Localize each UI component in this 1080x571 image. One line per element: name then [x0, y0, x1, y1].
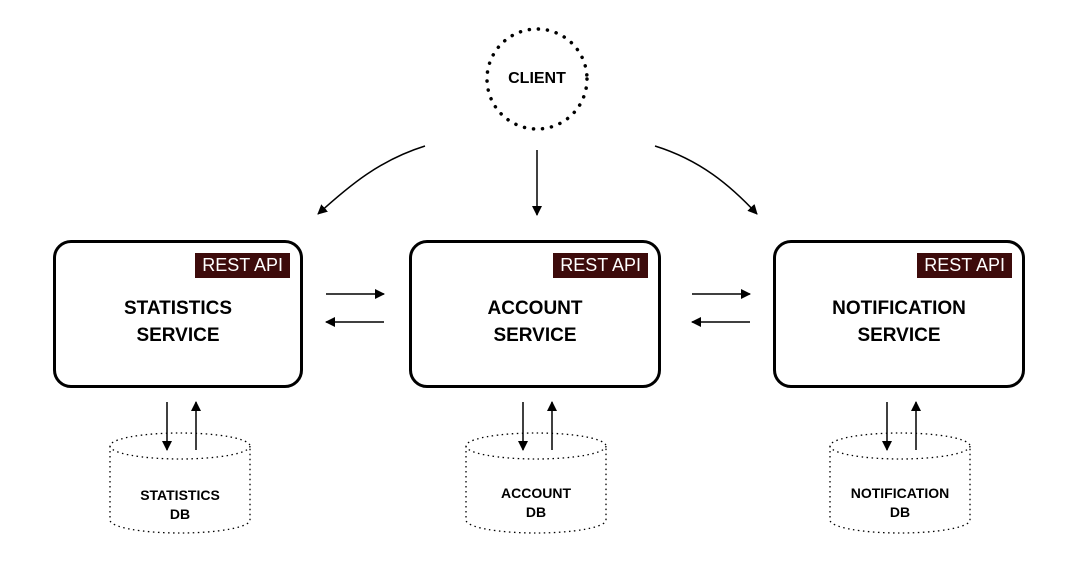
statistics-service-title-line1: STATISTICS — [123, 298, 233, 319]
client-to-notification-arrow — [654, 145, 758, 215]
statistics-db-label: STATISTICS DB — [110, 486, 250, 524]
notification-service-box: REST API NOTIFICATION SERVICE — [773, 240, 1025, 388]
account-rest-api-badge: REST API — [553, 253, 648, 278]
account-service-box: REST API ACCOUNT SERVICE — [409, 240, 661, 388]
account-db-label: ACCOUNT DB — [466, 484, 606, 522]
notification-rest-api-badge: REST API — [917, 253, 1012, 278]
statistics-db-label-line1: STATISTICS — [140, 487, 220, 503]
notification-db-cylinder — [829, 432, 971, 534]
notification-db-label-line1: NOTIFICATION — [850, 485, 950, 501]
statistics-db-label-line2: DB — [169, 506, 191, 522]
statistics-service-box: REST API STATISTICS SERVICE — [53, 240, 303, 388]
notification-service-title-line1: NOTIFICATION — [832, 298, 966, 319]
statistics-service-title: STATISTICS SERVICE — [56, 295, 300, 349]
client-to-statistics-arrow — [317, 145, 426, 215]
notification-db-label: NOTIFICATION DB — [830, 484, 970, 522]
account-service-title-line2: SERVICE — [493, 325, 577, 346]
account-db-label-line2: DB — [525, 504, 547, 520]
statistics-rest-api-badge: REST API — [195, 253, 290, 278]
account-service-title-line1: ACCOUNT — [487, 298, 583, 319]
account-db-cylinder — [465, 432, 607, 534]
client-label: CLIENT — [508, 70, 566, 87]
notification-service-title: NOTIFICATION SERVICE — [776, 295, 1022, 349]
notification-service-title-line2: SERVICE — [857, 325, 941, 346]
statistics-service-title-line2: SERVICE — [136, 325, 220, 346]
account-service-title: ACCOUNT SERVICE — [412, 295, 658, 349]
account-db-label-line1: ACCOUNT — [501, 485, 571, 501]
notification-db-label-line2: DB — [889, 504, 911, 520]
statistics-db-cylinder — [109, 432, 251, 534]
client-node — [485, 27, 589, 131]
